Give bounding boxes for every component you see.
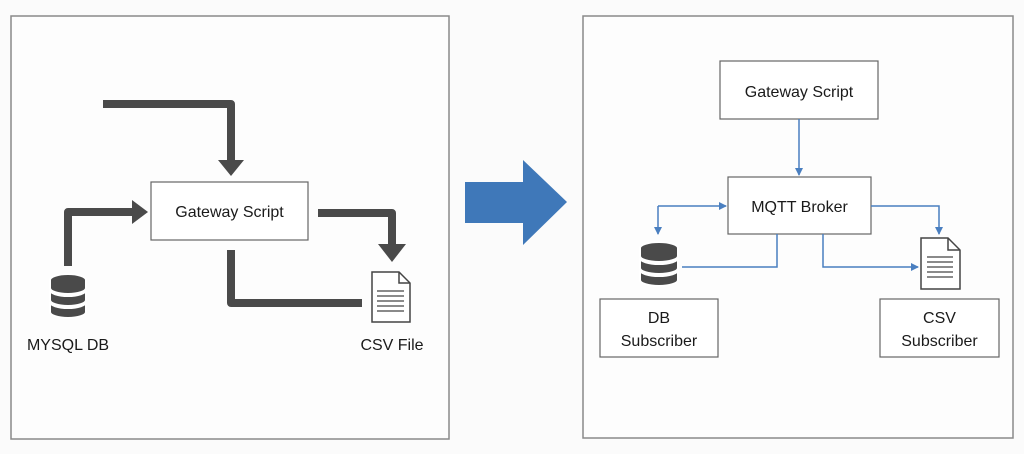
gateway-script-box bbox=[150, 181, 309, 241]
line-broker-to-csv bbox=[871, 205, 943, 235]
before-panel: Gateway Script MYSQL DB CSV File bbox=[10, 15, 450, 440]
database-icon bbox=[49, 273, 87, 319]
mqtt-broker-box bbox=[727, 176, 872, 235]
csv-file-label: CSV File bbox=[360, 337, 423, 354]
database-icon-mqtt bbox=[639, 241, 679, 287]
csv-subscriber-label-line1: CSV bbox=[923, 310, 956, 327]
db-subscriber-label-line2: Subscriber bbox=[621, 333, 698, 350]
gateway-script-label-mqtt: Gateway Script bbox=[745, 84, 854, 101]
db-subscriber-box bbox=[599, 298, 719, 358]
arrow-gateway-to-csv bbox=[318, 209, 396, 246]
after-panel: Gateway Script MQTT Broker DB bbox=[582, 15, 1014, 439]
arrowhead-down-csv bbox=[378, 244, 406, 262]
arrowhead-right-gateway bbox=[132, 200, 148, 224]
arrowhead-down-gateway bbox=[218, 160, 244, 176]
dark-arrows bbox=[64, 100, 396, 307]
arrow-into-gateway-top bbox=[103, 100, 235, 162]
gateway-script-box-mqtt bbox=[719, 60, 879, 120]
mysql-db-label: MYSQL DB bbox=[27, 337, 109, 354]
csv-subscriber-box bbox=[879, 298, 1000, 358]
csv-subscriber-label-line2: Subscriber bbox=[901, 333, 978, 350]
csv-file-icon-mqtt bbox=[920, 237, 961, 290]
transition-arrow-icon bbox=[465, 160, 567, 245]
csv-file-icon bbox=[371, 271, 411, 323]
line-broker-to-csv-bottom bbox=[822, 234, 919, 271]
db-subscriber-label-line1: DB bbox=[648, 310, 670, 327]
gateway-script-label: Gateway Script bbox=[175, 204, 284, 221]
mqtt-broker-label: MQTT Broker bbox=[751, 199, 848, 216]
line-gateway-to-csv-bottom bbox=[227, 250, 362, 307]
line-db-from-broker-bottom bbox=[682, 234, 778, 268]
arrow-db-to-gateway bbox=[64, 208, 134, 266]
